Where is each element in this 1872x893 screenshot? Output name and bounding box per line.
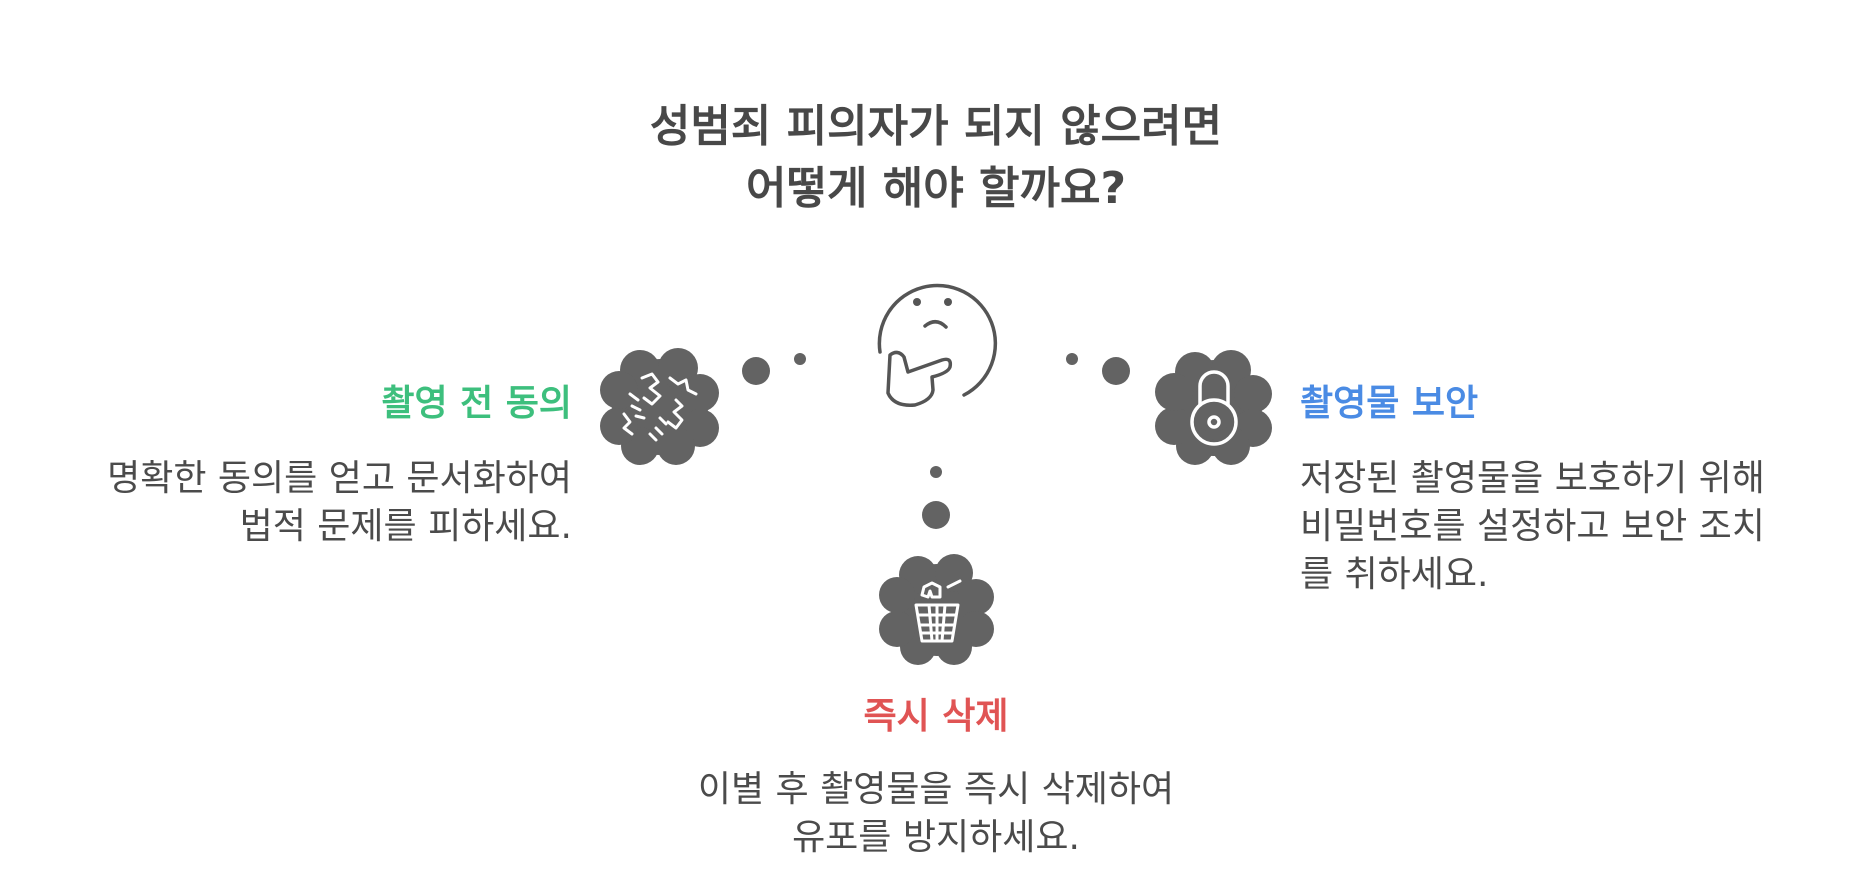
description-delete: 이별 후 촬영물을 즉시 삭제하여 유포를 방지하세요. xyxy=(0,766,1872,862)
description-security-line-1: 저장된 촬영물을 보호하기 위해 xyxy=(1300,458,1765,499)
description-delete-line-2: 유포를 방지하세요. xyxy=(792,817,1080,858)
heading-security: 촬영물 보안 xyxy=(1300,383,1479,424)
heading-consent: 촬영 전 동의 xyxy=(381,383,572,424)
title-line-1: 성범죄 피의자가 되지 않으려면 xyxy=(649,101,1223,152)
description-security: 저장된 촬영물을 보호하기 위해 비밀번호를 설정하고 보안 조치 를 취하세요… xyxy=(1300,455,1765,599)
handshake-icon xyxy=(600,348,719,465)
description-consent-line-2: 법적 문제를 피하세요. xyxy=(239,506,572,547)
connector-dots-left xyxy=(742,353,806,385)
description-consent: 명확한 동의를 얻고 문서화하여 법적 문제를 피하세요. xyxy=(107,455,572,551)
heading-delete: 즉시 삭제 xyxy=(863,696,1009,737)
description-consent-line-1: 명확한 동의를 얻고 문서화하여 xyxy=(107,458,572,499)
diagram-title: 성범죄 피의자가 되지 않으려면 어떻게 해야 할까요? xyxy=(0,96,1872,220)
description-security-line-2: 비밀번호를 설정하고 보안 조치 xyxy=(1300,506,1765,547)
title-line-2: 어떻게 해야 할까요? xyxy=(746,163,1126,214)
trash-bin-icon xyxy=(879,554,994,665)
padlock-icon xyxy=(1155,350,1272,465)
description-delete-line-1: 이별 후 촬영물을 즉시 삭제하여 xyxy=(697,769,1175,810)
thinking-face-icon xyxy=(877,283,998,407)
connector-dots-right xyxy=(1066,353,1130,385)
description-security-line-3: 를 취하세요. xyxy=(1300,554,1489,595)
connector-dots-bottom xyxy=(922,466,950,529)
